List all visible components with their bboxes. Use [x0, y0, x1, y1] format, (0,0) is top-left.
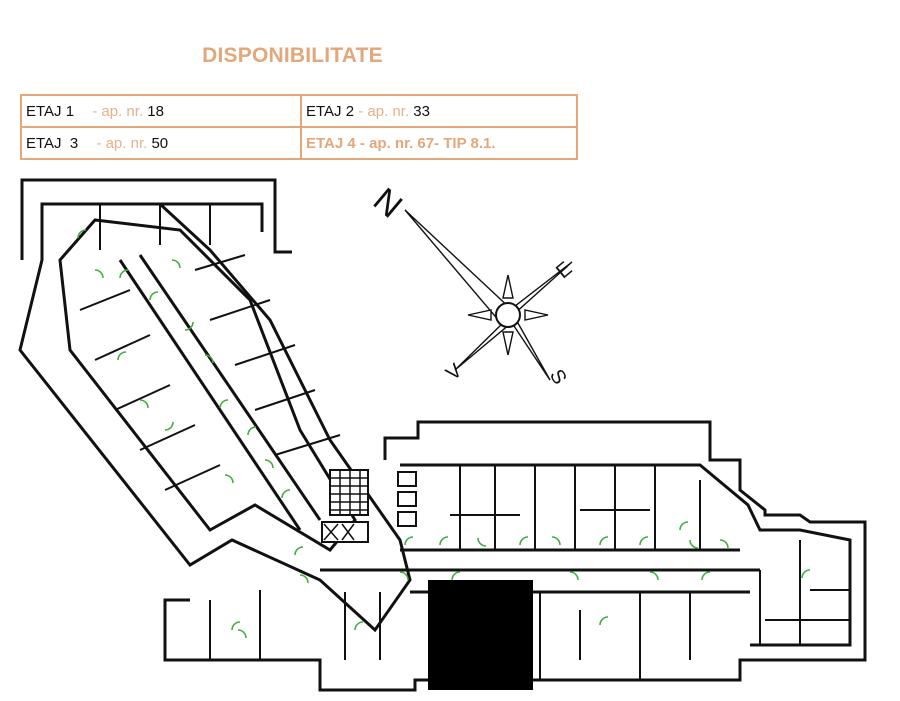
- elevator-icon: [397, 471, 417, 527]
- page-title: DISPONIBILITATE: [202, 44, 383, 67]
- compass-north-label: N: [366, 181, 409, 226]
- table-row: ETAJ 1 - ap. nr. 18 ETAJ 2 - ap. nr. 33: [20, 94, 578, 128]
- compass-south-label: S: [545, 366, 571, 389]
- door-arcs: [77, 229, 811, 639]
- floor-plan: [18, 178, 867, 692]
- availability-table: ETAJ 1 - ap. nr. 18 ETAJ 2 - ap. nr. 33 …: [20, 94, 578, 160]
- compass-rose-icon: N E S V: [366, 181, 576, 389]
- room-walls: [79, 204, 850, 680]
- availability-cell-floor-2: ETAJ 2 - ap. nr. 33: [300, 94, 578, 128]
- table-row: ETAJ 3 - ap. nr. 50 ETAJ 4 - ap. nr. 67-…: [20, 126, 578, 160]
- compass-east-label: E: [552, 258, 576, 283]
- availability-cell-floor-4: ETAJ 4 - ap. nr. 67- TIP 8.1.: [300, 126, 578, 160]
- highlighted-apartment: [428, 580, 533, 690]
- availability-cell-floor-1: ETAJ 1 - ap. nr. 18: [20, 94, 302, 128]
- availability-cell-floor-3: ETAJ 3 - ap. nr. 50: [20, 126, 302, 160]
- stair-icon: [321, 469, 369, 543]
